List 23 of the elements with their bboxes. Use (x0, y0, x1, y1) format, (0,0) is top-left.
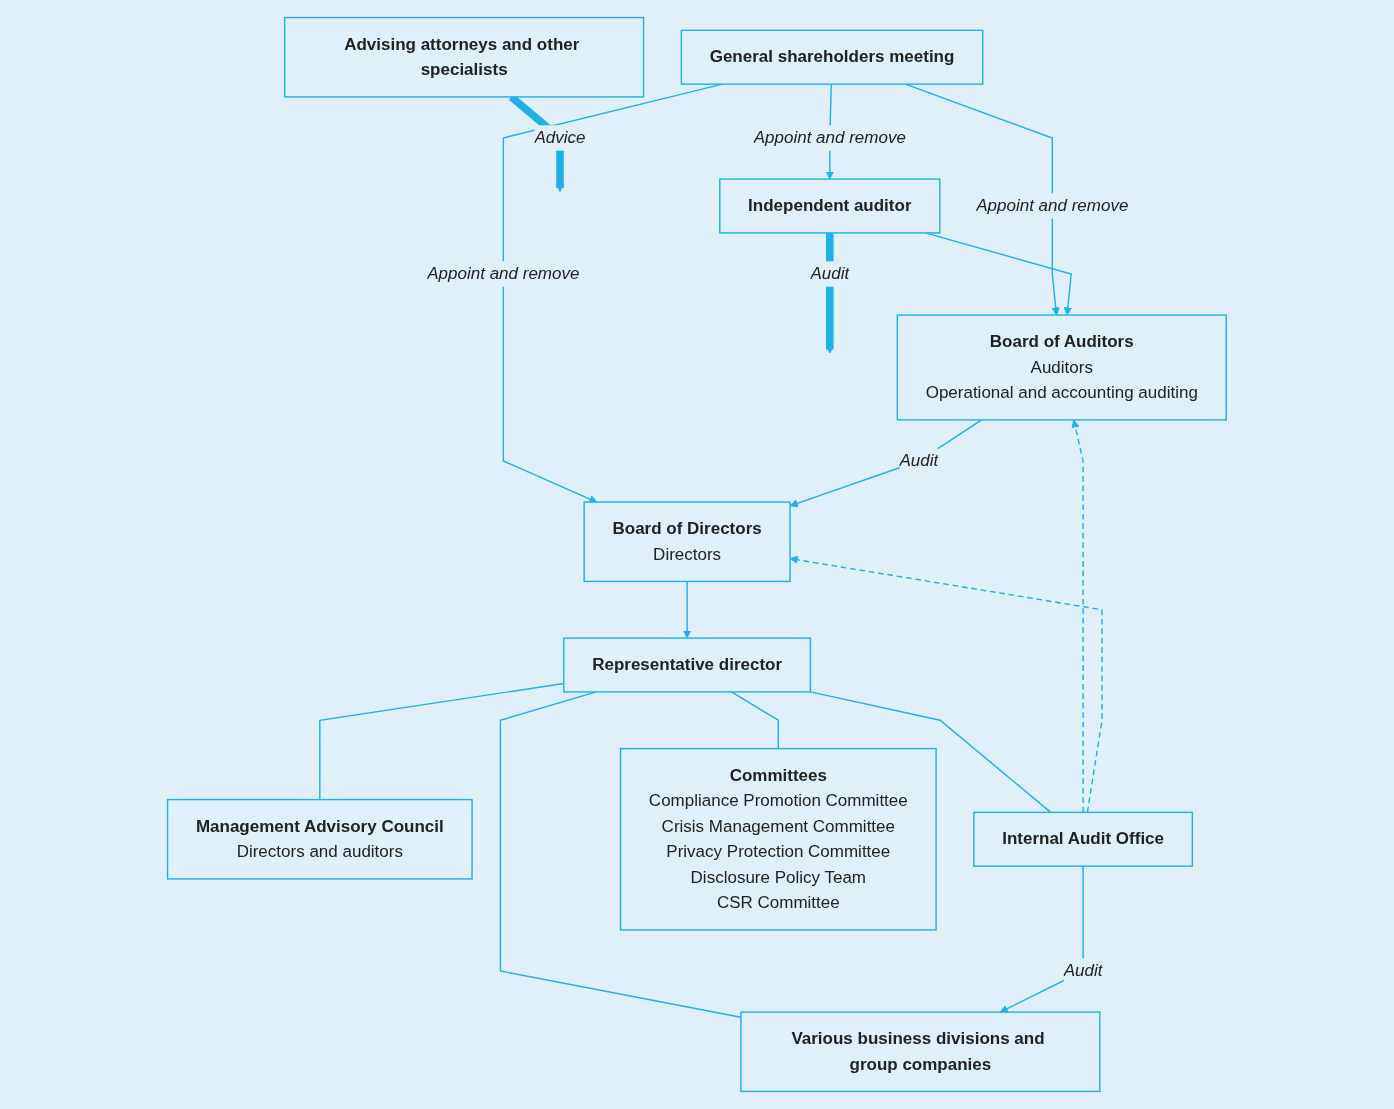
edge-label: Audit (810, 264, 850, 283)
node-box: Representative director (563, 637, 812, 693)
edge-label: Audit (899, 451, 939, 470)
edge-label: Audit (1063, 961, 1103, 980)
node-box: Management Advisory Council Directors and auditors (166, 798, 473, 880)
node-box: Board of Auditors Auditors Operational and accounting auditing (896, 314, 1227, 421)
edge-label: Advice (534, 128, 586, 147)
node-box: Independent auditor (719, 178, 941, 234)
connector (499, 691, 742, 1018)
node-box: Board of Directors Directors (583, 501, 791, 583)
node-box: Advising attorneys and other specialists (284, 16, 645, 98)
arrow (1071, 419, 1084, 814)
node-box: General shareholders meeting (680, 29, 984, 85)
connector (730, 691, 780, 750)
node-box: Various business divisions and group companies (740, 1011, 1101, 1093)
arrow (789, 419, 983, 508)
edge-label: Appoint and remove (976, 196, 1129, 215)
connector (809, 691, 1052, 814)
edge-label: Appoint and remove (753, 128, 906, 147)
node-box: Internal Audit Office (973, 811, 1194, 867)
node-box: Committees Compliance Promotion Committee Crisis Management Committee Privacy Protection Committee Disclosure Policy Team CSR Committee (619, 747, 937, 931)
arrow (683, 580, 692, 639)
edge-label: Appoint and remove (427, 264, 580, 283)
